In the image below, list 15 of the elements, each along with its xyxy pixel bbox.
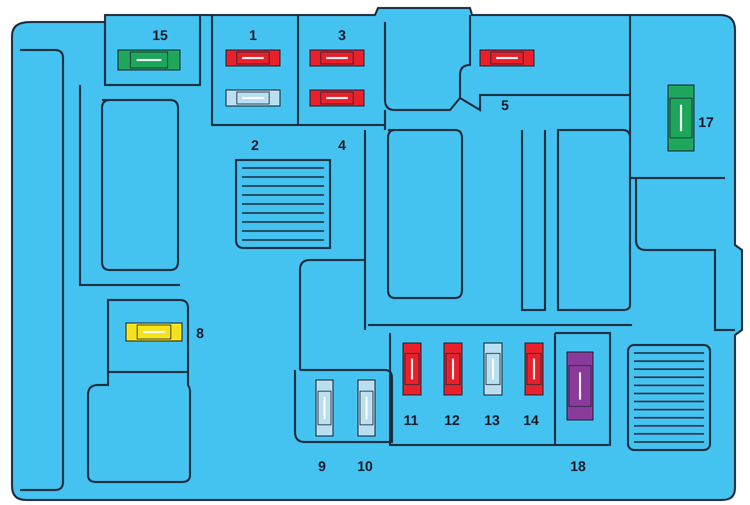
callout-number: 13 — [484, 413, 500, 427]
callout-number: 15 — [152, 28, 168, 42]
callout-number: 2 — [251, 138, 259, 152]
callout-number: 18 — [570, 459, 586, 473]
callout-number: 4 — [338, 138, 346, 152]
callout-number: 5 — [501, 98, 509, 112]
callout-number: 14 — [523, 413, 539, 427]
callout-number: 10 — [357, 459, 373, 473]
callout-number: 17 — [698, 115, 714, 129]
callout-number: 11 — [404, 413, 418, 427]
callout-number: 3 — [338, 28, 346, 42]
callout-number: 8 — [196, 326, 204, 340]
callout-number: 12 — [444, 413, 460, 427]
callout-number: 9 — [318, 459, 326, 473]
callout-number: 1 — [249, 28, 257, 42]
